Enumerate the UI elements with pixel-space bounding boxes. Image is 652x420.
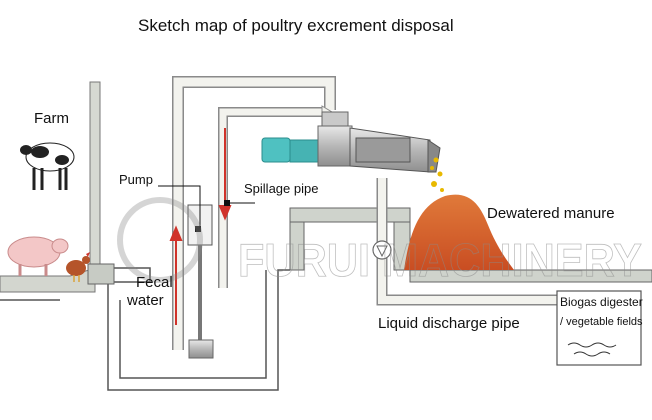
screw-separator [261,111,441,173]
watermark-text: FURUI MACHINERY [238,234,642,286]
drain-box [87,263,115,285]
label-dewatered-manure: Dewatered manure [487,205,615,222]
label-pump: Pump [119,172,153,187]
cow-illustration [20,142,75,190]
label-water: water [127,292,164,309]
label-spillage-pipe: Spillage pipe [244,181,319,196]
label-liquid-discharge-pipe: Liquid discharge pipe [378,315,520,332]
label-farm: Farm [34,110,69,127]
pig-illustration [7,236,69,276]
farm-wall [89,81,101,283]
label-vegetable-fields: / vegetable fields [560,316,643,328]
pipes [172,76,560,350]
pump-leader-line [158,185,201,228]
label-fecal: Fecal [136,274,173,291]
watermark-logo [117,197,203,283]
manure-droplets [430,157,444,192]
diagram-title: Sketch map of poultry excrement disposal [138,16,454,35]
flow-indicator [372,240,392,260]
label-biogas-digester: Biogas digester [560,295,643,309]
manure-pile [404,194,514,270]
flow-arrows [169,128,232,325]
biogas-tank [556,290,642,366]
chicken-illustration [66,252,90,282]
